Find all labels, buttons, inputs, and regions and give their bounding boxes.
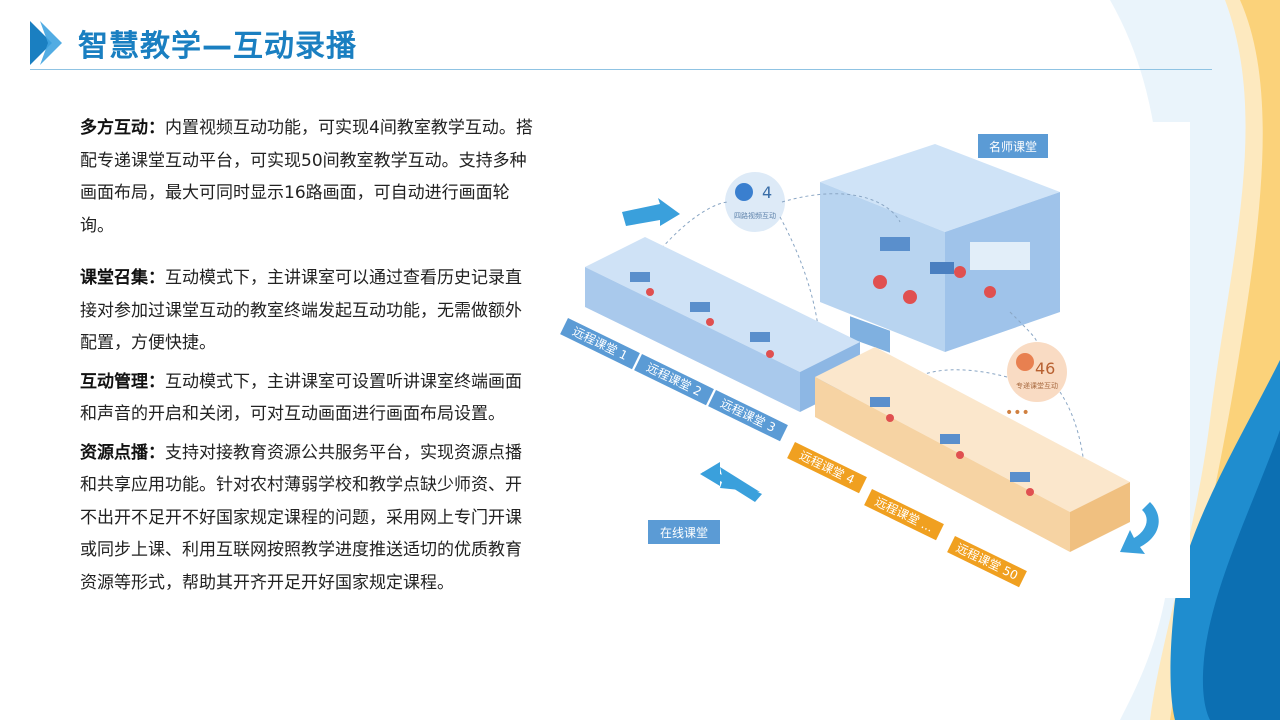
interaction-bubble-small: 4 四路视频互动 bbox=[725, 172, 785, 232]
arrow-bottom-right-icon bbox=[1120, 502, 1159, 554]
section-label: 多方互动： bbox=[80, 118, 165, 138]
section-text: 支持对接教育资源公共服务平台，实现资源点播和共享应用功能。针对农村薄弱学校和教学… bbox=[80, 442, 522, 593]
class-tag-4: 远程课堂 4 bbox=[787, 442, 867, 494]
header: 智慧教学—互动录播 bbox=[30, 18, 357, 68]
bubble-large-caption: 专递课堂互动 bbox=[1016, 381, 1058, 390]
ellipsis-dots: ••• bbox=[1005, 405, 1030, 421]
bubble-large-number: 46 bbox=[1035, 359, 1055, 378]
bubble-small-number: 4 bbox=[762, 183, 772, 202]
section-text: 互动模式下，主讲课室可以通过查看历史记录直接对参加过课堂互动的教室终端发起互动功… bbox=[80, 268, 522, 353]
chevron-right-icon bbox=[30, 21, 62, 65]
section-label: 资源点播： bbox=[80, 442, 165, 463]
section-label: 互动管理： bbox=[80, 371, 165, 392]
content-text: 多方互动：内置视频互动功能，可实现4间教室教学互动。搭配专递课堂互动平台，可实现… bbox=[80, 112, 535, 599]
class-tag-label: 远程课堂 ... bbox=[873, 494, 936, 535]
interaction-bubble-large: 46 专递课堂互动 bbox=[1007, 342, 1067, 402]
section-text: 内置视频互动功能，可实现4间教室教学互动。搭配专递课堂互动平台，可实现50间教室… bbox=[80, 118, 533, 236]
arrow-left-icon bbox=[700, 462, 762, 502]
section-interaction-management: 互动管理：互动模式下，主讲课室可设置听讲课室终端画面和声音的开启和关闭，可对互动… bbox=[80, 366, 535, 431]
class-tag-label: 远程课堂 50 bbox=[954, 540, 1021, 583]
bubble-small-caption: 四路视频互动 bbox=[734, 211, 776, 220]
class-tag-5: 远程课堂 ... bbox=[864, 489, 944, 541]
arrow-top-left-icon bbox=[622, 198, 680, 226]
section-text: 互动模式下，主讲课室可设置听讲课室终端画面和声音的开启和关闭，可对互动画面进行画… bbox=[80, 371, 522, 425]
online-class-label: 在线课堂 bbox=[660, 526, 708, 540]
classroom-diagram-svg: 名师课堂 4 四路视频互动 46 专递课堂互动 bbox=[560, 134, 1159, 588]
online-class-tag bbox=[648, 520, 720, 544]
remote-classrooms-orange bbox=[815, 347, 1130, 552]
section-class-gathering: 课堂召集：互动模式下，主讲课室可以通过查看历史记录直接对参加过课堂互动的教室终端… bbox=[80, 262, 535, 360]
famous-teacher-label: 名师课堂 bbox=[989, 139, 1037, 154]
section-label: 课堂召集： bbox=[80, 268, 165, 288]
section-multi-interaction: 多方互动：内置视频互动功能，可实现4间教室教学互动。搭配专递课堂互动平台，可实现… bbox=[80, 112, 535, 242]
famous-teacher-tag bbox=[978, 134, 1048, 158]
class-tag-6: 远程课堂 50 bbox=[947, 536, 1027, 588]
classroom-diagram: 名师课堂 4 四路视频互动 46 专递课堂互动 bbox=[550, 122, 1190, 598]
page-title: 智慧教学—互动录播 bbox=[78, 29, 357, 64]
famous-teacher-classroom bbox=[820, 144, 1060, 353]
section-resource-vod: 资源点播：支持对接教育资源公共服务平台，实现资源点播和共享应用功能。针对农村薄弱… bbox=[80, 437, 535, 600]
header-divider bbox=[30, 69, 1212, 70]
